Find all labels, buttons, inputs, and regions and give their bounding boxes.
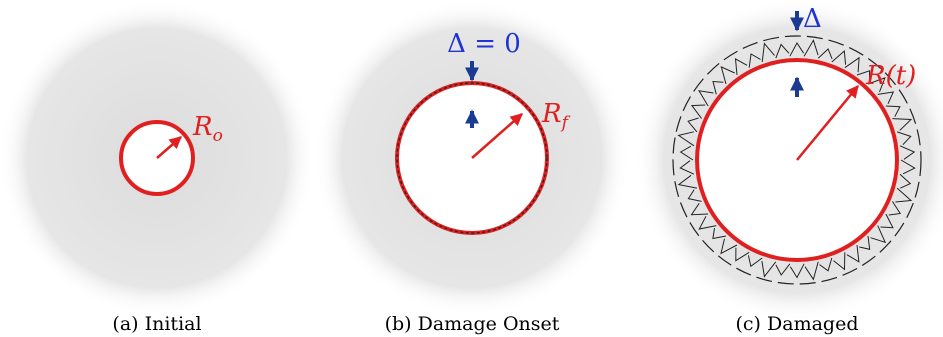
panel-damaged: R(t) Δ (c) Damaged: [635, 0, 943, 335]
gap-label: Δ: [803, 4, 822, 34]
radius-label: Ro: [192, 112, 223, 146]
panel-damage-onset: Rf Δ = 0 (b) Damage Onset: [314, 0, 630, 335]
radius-arrow-icon: [796, 85, 859, 161]
caption-damage-onset: (b) Damage Onset: [385, 313, 560, 335]
panel-initial: Ro (a) Initial: [0, 0, 315, 335]
damage-outer-boundary: [672, 35, 922, 285]
caption-damaged: (c) Damaged: [736, 313, 859, 335]
radius-arrow-icon: [156, 136, 182, 159]
caption-initial: (a) Initial: [112, 313, 201, 335]
radius-label: Rf: [541, 99, 571, 133]
gap-label: Δ = 0: [447, 29, 521, 59]
damage-layer: [396, 82, 548, 234]
radius-arrow-icon: [471, 113, 523, 159]
radius-label: R(t): [865, 61, 916, 91]
damage-zone: [677, 39, 916, 281]
